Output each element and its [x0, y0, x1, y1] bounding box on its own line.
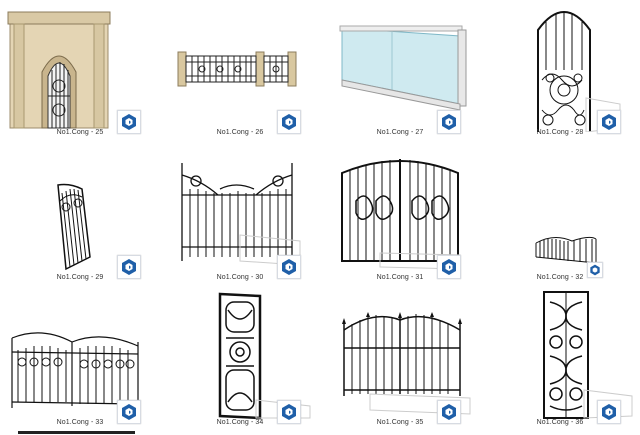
- file-name-label: No1.Cong - 31: [376, 274, 424, 281]
- file-name-label: No1.Cong - 33: [56, 419, 104, 426]
- file-name-label: No1.Cong - 28: [536, 129, 584, 136]
- file-tile[interactable]: No1.Cong - 36: [480, 290, 640, 435]
- file-tile[interactable]: No1.Cong - 30: [160, 145, 320, 290]
- file-tile[interactable]: No1.Cong - 32: [480, 145, 640, 290]
- thumbnail-double-swing-gate-scrolls[interactable]: [160, 145, 320, 277]
- file-name-label: No1.Cong - 27: [376, 129, 424, 136]
- file-tile[interactable]: No1.Cong - 31: [320, 145, 480, 290]
- file-tile[interactable]: No1.Cong - 25: [0, 0, 160, 145]
- file-name-label: No1.Cong - 26: [216, 129, 264, 136]
- sketchup-icon: [437, 110, 461, 134]
- file-tile[interactable]: No1.Cong - 28: [480, 0, 640, 145]
- sketchup-icon: [587, 262, 603, 278]
- thumbnail-glass-railing[interactable]: [320, 0, 480, 132]
- file-name-label: No1.Cong - 32: [536, 274, 584, 281]
- thumbnail-small-fence-gate[interactable]: [480, 145, 640, 277]
- sketchup-icon: [597, 110, 621, 134]
- sketchup-icon: [117, 400, 141, 424]
- file-tile[interactable]: No1.Cong - 29: [0, 145, 160, 290]
- file-name-label: No1.Cong - 30: [216, 274, 264, 281]
- sketchup-icon: [597, 400, 621, 424]
- file-name-label: No1.Cong - 35: [376, 419, 424, 426]
- file-name-label: No1.Cong - 25: [56, 129, 104, 136]
- file-tile[interactable]: No1.Cong - 33: [0, 290, 160, 435]
- thumbnail-spear-top-double-gate[interactable]: [320, 290, 480, 422]
- sketchup-icon: [437, 400, 461, 424]
- thumbnail-long-ornamental-fence[interactable]: [0, 290, 160, 422]
- sketchup-icon: [277, 110, 301, 134]
- thumbnail-solid-arched-double-gate[interactable]: [320, 145, 480, 277]
- thumbnail-fence-panels[interactable]: [160, 0, 320, 132]
- file-name-label: No1.Cong - 34: [216, 419, 264, 426]
- file-tile[interactable]: No1.Cong - 34: [160, 290, 320, 435]
- sketchup-icon: [437, 255, 461, 279]
- file-tile[interactable]: No1.Cong - 26: [160, 0, 320, 145]
- file-name-label: No1.Cong - 36: [536, 419, 584, 426]
- thumbnail-scrollwork-panel[interactable]: [480, 290, 640, 422]
- sketchup-icon: [117, 110, 141, 134]
- sketchup-icon: [277, 400, 301, 424]
- sketchup-icon: [277, 255, 301, 279]
- file-name-label: No1.Cong - 29: [56, 274, 104, 281]
- thumbnail-narrow-iron-gate[interactable]: [0, 145, 160, 277]
- file-tile[interactable]: No1.Cong - 27: [320, 0, 480, 145]
- thumbnail-stone-arch-gate[interactable]: [0, 0, 160, 132]
- horizontal-scrollbar[interactable]: [18, 431, 135, 434]
- thumbnail-ornate-arched-panel[interactable]: [480, 0, 640, 132]
- sketchup-icon: [117, 255, 141, 279]
- file-tile[interactable]: No1.Cong - 35: [320, 290, 480, 435]
